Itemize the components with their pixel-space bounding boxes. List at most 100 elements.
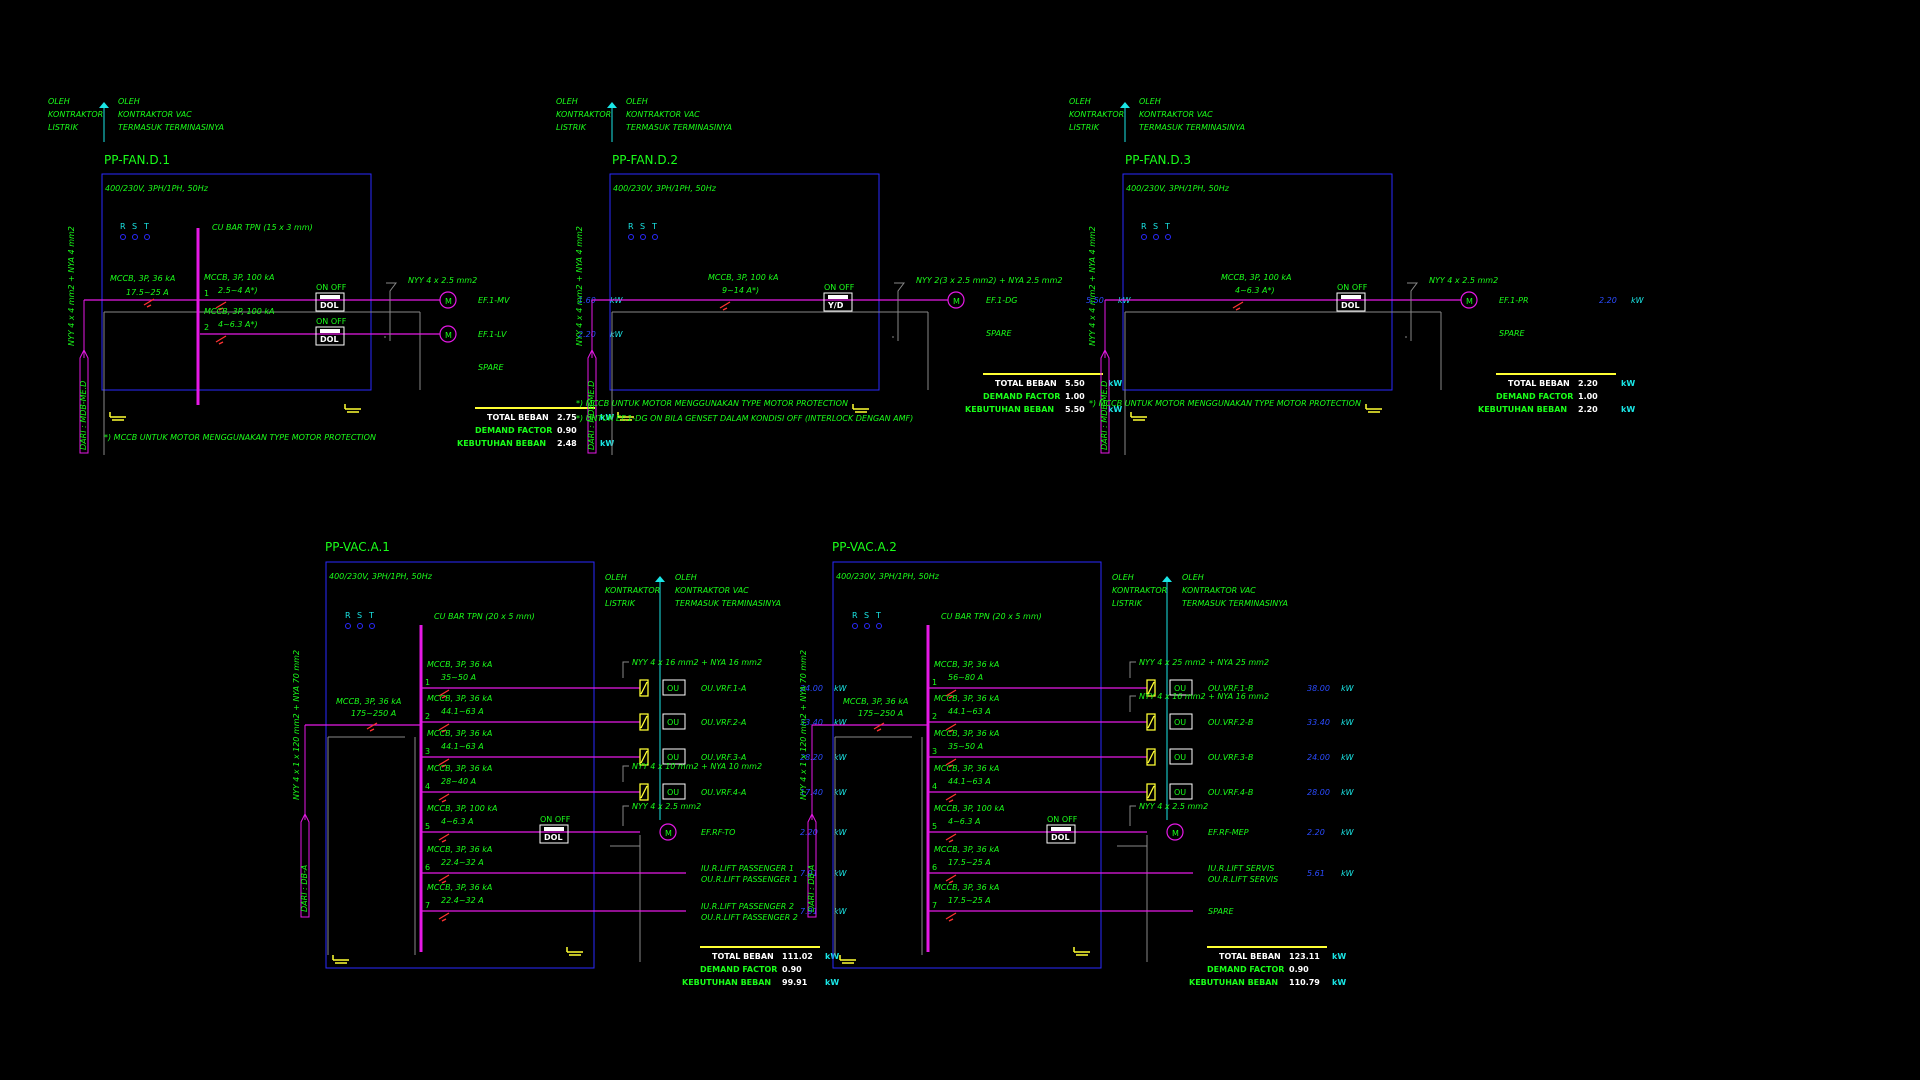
load-label: OU.VRF.2-B — [1208, 718, 1253, 727]
motor-icon — [439, 325, 457, 343]
load-label: OU.VRF.4-A — [701, 788, 746, 797]
breaker-label: MCCB, 3P, 36 kA — [427, 845, 492, 854]
note-line: OLEH — [675, 573, 697, 582]
feeder-cable-icon — [807, 812, 817, 918]
total-value: 123.11 — [1289, 952, 1320, 961]
ou-box — [662, 679, 686, 696]
unit: kW — [834, 869, 848, 878]
ou-box — [662, 748, 686, 765]
phase-label: S — [640, 222, 645, 231]
unit: kW — [825, 978, 839, 987]
load-label: EF.RF-MEP — [1208, 828, 1249, 837]
motor-icon-glyph: M — [953, 297, 960, 306]
df-label: DEMAND FACTOR — [700, 965, 777, 974]
load-label: OU.VRF.1-B — [1208, 684, 1253, 693]
total-value: 2.75 — [557, 413, 577, 422]
phase-terminal-icon — [120, 234, 126, 240]
breaker-rating: 44.1~63 A — [948, 777, 991, 786]
phase-label: T — [651, 222, 657, 231]
circuit-no: 1 — [425, 678, 430, 687]
breaker-rating: 17.5~25 A — [948, 858, 991, 867]
ou-label: OU — [1174, 718, 1186, 727]
on-off-label: ON OFF — [316, 317, 347, 326]
ground-icon — [1365, 404, 1382, 413]
df-value: 1.00 — [1578, 392, 1598, 401]
load-label: EF.1-DG — [986, 296, 1018, 305]
on-off-label: ON OFF — [316, 283, 347, 292]
note-line: TERMASUK TERMINASINYA — [626, 123, 732, 132]
breaker-icon — [945, 793, 957, 803]
unit: kW — [600, 439, 614, 448]
breaker-icon — [945, 912, 957, 922]
busbar-label: CU BAR TPN (15 x 3 mm) — [212, 223, 313, 232]
breaker-rating: 44.1~63 A — [441, 707, 484, 716]
ground-icon — [566, 947, 583, 956]
starter-box — [539, 824, 569, 844]
cable-label: NYY 4 x 25 mm2 + NYA 25 mm2 — [1139, 658, 1269, 667]
cable-label: NYY 4 x 16 mm2 + NYA 16 mm2 — [1139, 692, 1269, 701]
circuit-no: 2 — [932, 712, 937, 721]
ground-icon — [839, 955, 856, 964]
starter-contact-icon — [320, 329, 340, 333]
on-off-label: ON OFF — [1047, 815, 1078, 824]
load-kw: 2.20 — [1307, 828, 1325, 837]
total-value: 111.02 — [782, 952, 813, 961]
motor-icon-glyph: M — [1172, 829, 1179, 838]
note-line: KONTRAKTOR VAC — [1182, 586, 1256, 595]
ou-label: OU — [667, 718, 679, 727]
cable-leader — [1129, 805, 1136, 826]
phase-terminal-icon — [1165, 234, 1171, 240]
arrow-icon — [1120, 102, 1130, 108]
unit: kW — [1332, 978, 1346, 987]
circuit-no: 2 — [204, 323, 209, 332]
panel-title: PP-VAC.A.1 — [325, 540, 390, 554]
breaker-icon — [438, 689, 450, 699]
phase-terminal-icon — [876, 623, 882, 629]
feeder-label: NYY 4 x 4 mm2 + NYA 4 mm2 — [67, 226, 76, 346]
note-line: TERMASUK TERMINASINYA — [675, 599, 781, 608]
load-label: OU.VRF.2-A — [701, 718, 746, 727]
voltage-label: 400/230V, 3PH/1PH, 50Hz — [1126, 184, 1230, 193]
breaker-rating: 44.1~63 A — [441, 742, 484, 751]
phase-terminal-icon — [1141, 234, 1147, 240]
need-label: KEBUTUHAN BEBAN — [1189, 978, 1278, 987]
note-line: OLEH — [626, 97, 648, 106]
cable-leader — [622, 805, 629, 826]
df-value: 0.90 — [782, 965, 802, 974]
load-label: OU.VRF.1-A — [701, 684, 746, 693]
phase-label: R — [120, 222, 126, 231]
spare-label: SPARE — [478, 363, 505, 372]
breaker-icon — [438, 912, 450, 922]
motor-icon-glyph: M — [665, 829, 672, 838]
note-line: KONTRAKTOR — [605, 586, 660, 595]
unit: kW — [1108, 379, 1122, 388]
unit: kW — [600, 413, 614, 422]
ou-label: OU — [667, 788, 679, 797]
phase-label: R — [1141, 222, 1147, 231]
total-label: TOTAL BEBAN — [487, 413, 549, 422]
starter-label: DOL — [1051, 833, 1070, 842]
unit: kW — [1108, 405, 1122, 414]
panel-frame — [1122, 173, 1393, 391]
breaker-icon — [1232, 301, 1244, 311]
motor-icon — [1460, 291, 1478, 309]
cable-leader — [1129, 695, 1136, 712]
need-label: KEBUTUHAN BEBAN — [457, 439, 546, 448]
circuit-no: 3 — [932, 747, 937, 756]
load-label: OU.VRF.4-B — [1208, 788, 1253, 797]
main-breaker-label: MCCB, 3P, 36 kA — [336, 697, 401, 706]
ground-icon — [344, 404, 361, 413]
load-kw: 24.00 — [800, 684, 823, 693]
df-value: 0.90 — [1289, 965, 1309, 974]
load-kw: 24.00 — [1307, 753, 1330, 762]
ou-box — [662, 713, 686, 730]
starter-box — [315, 326, 345, 346]
cable-label: NYY 4 x 2.5 mm2 — [632, 802, 701, 811]
arrow-icon — [655, 576, 665, 582]
phase-terminal-icon — [144, 234, 150, 240]
starter-label: DOL — [320, 335, 339, 344]
circuit-no: 7 — [425, 901, 430, 910]
circuit-no: 7 — [932, 901, 937, 910]
